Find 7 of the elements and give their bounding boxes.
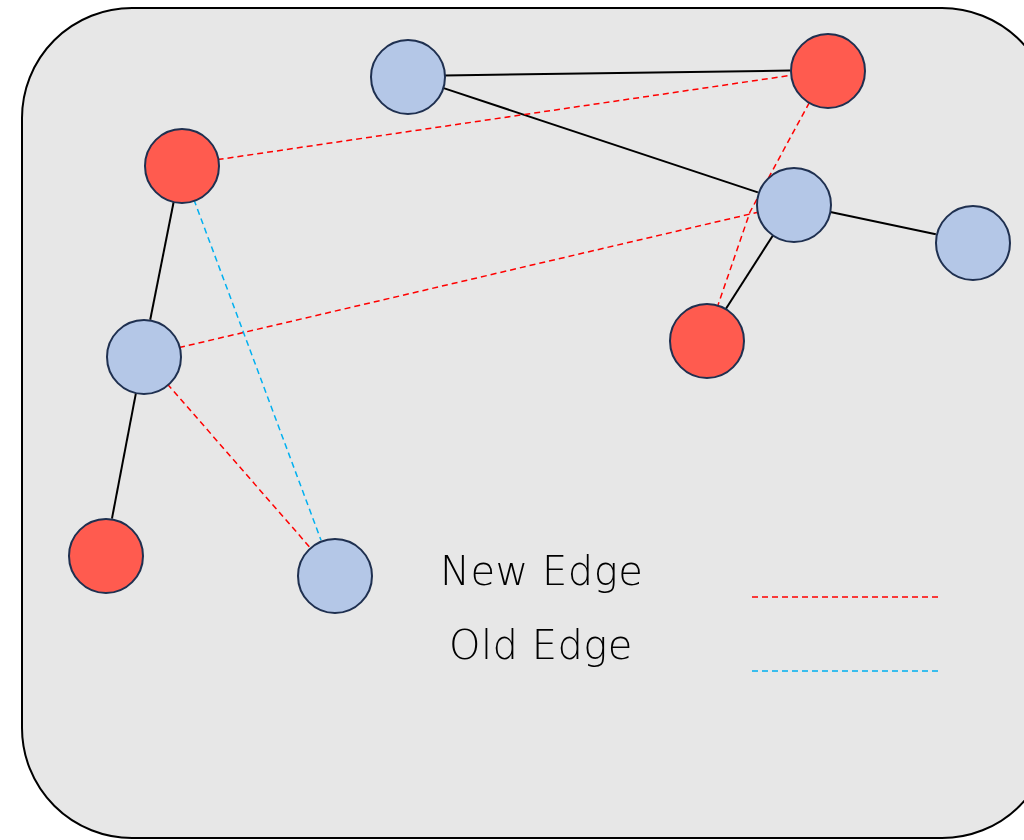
connector-line	[110, 391, 138, 520]
connector-line	[724, 234, 775, 310]
legend-label: New Edge	[440, 548, 644, 594]
connector-line	[717, 101, 811, 306]
legend-label: Old Edge	[449, 622, 633, 668]
connector-line	[149, 200, 175, 321]
connector-line	[166, 383, 311, 548]
